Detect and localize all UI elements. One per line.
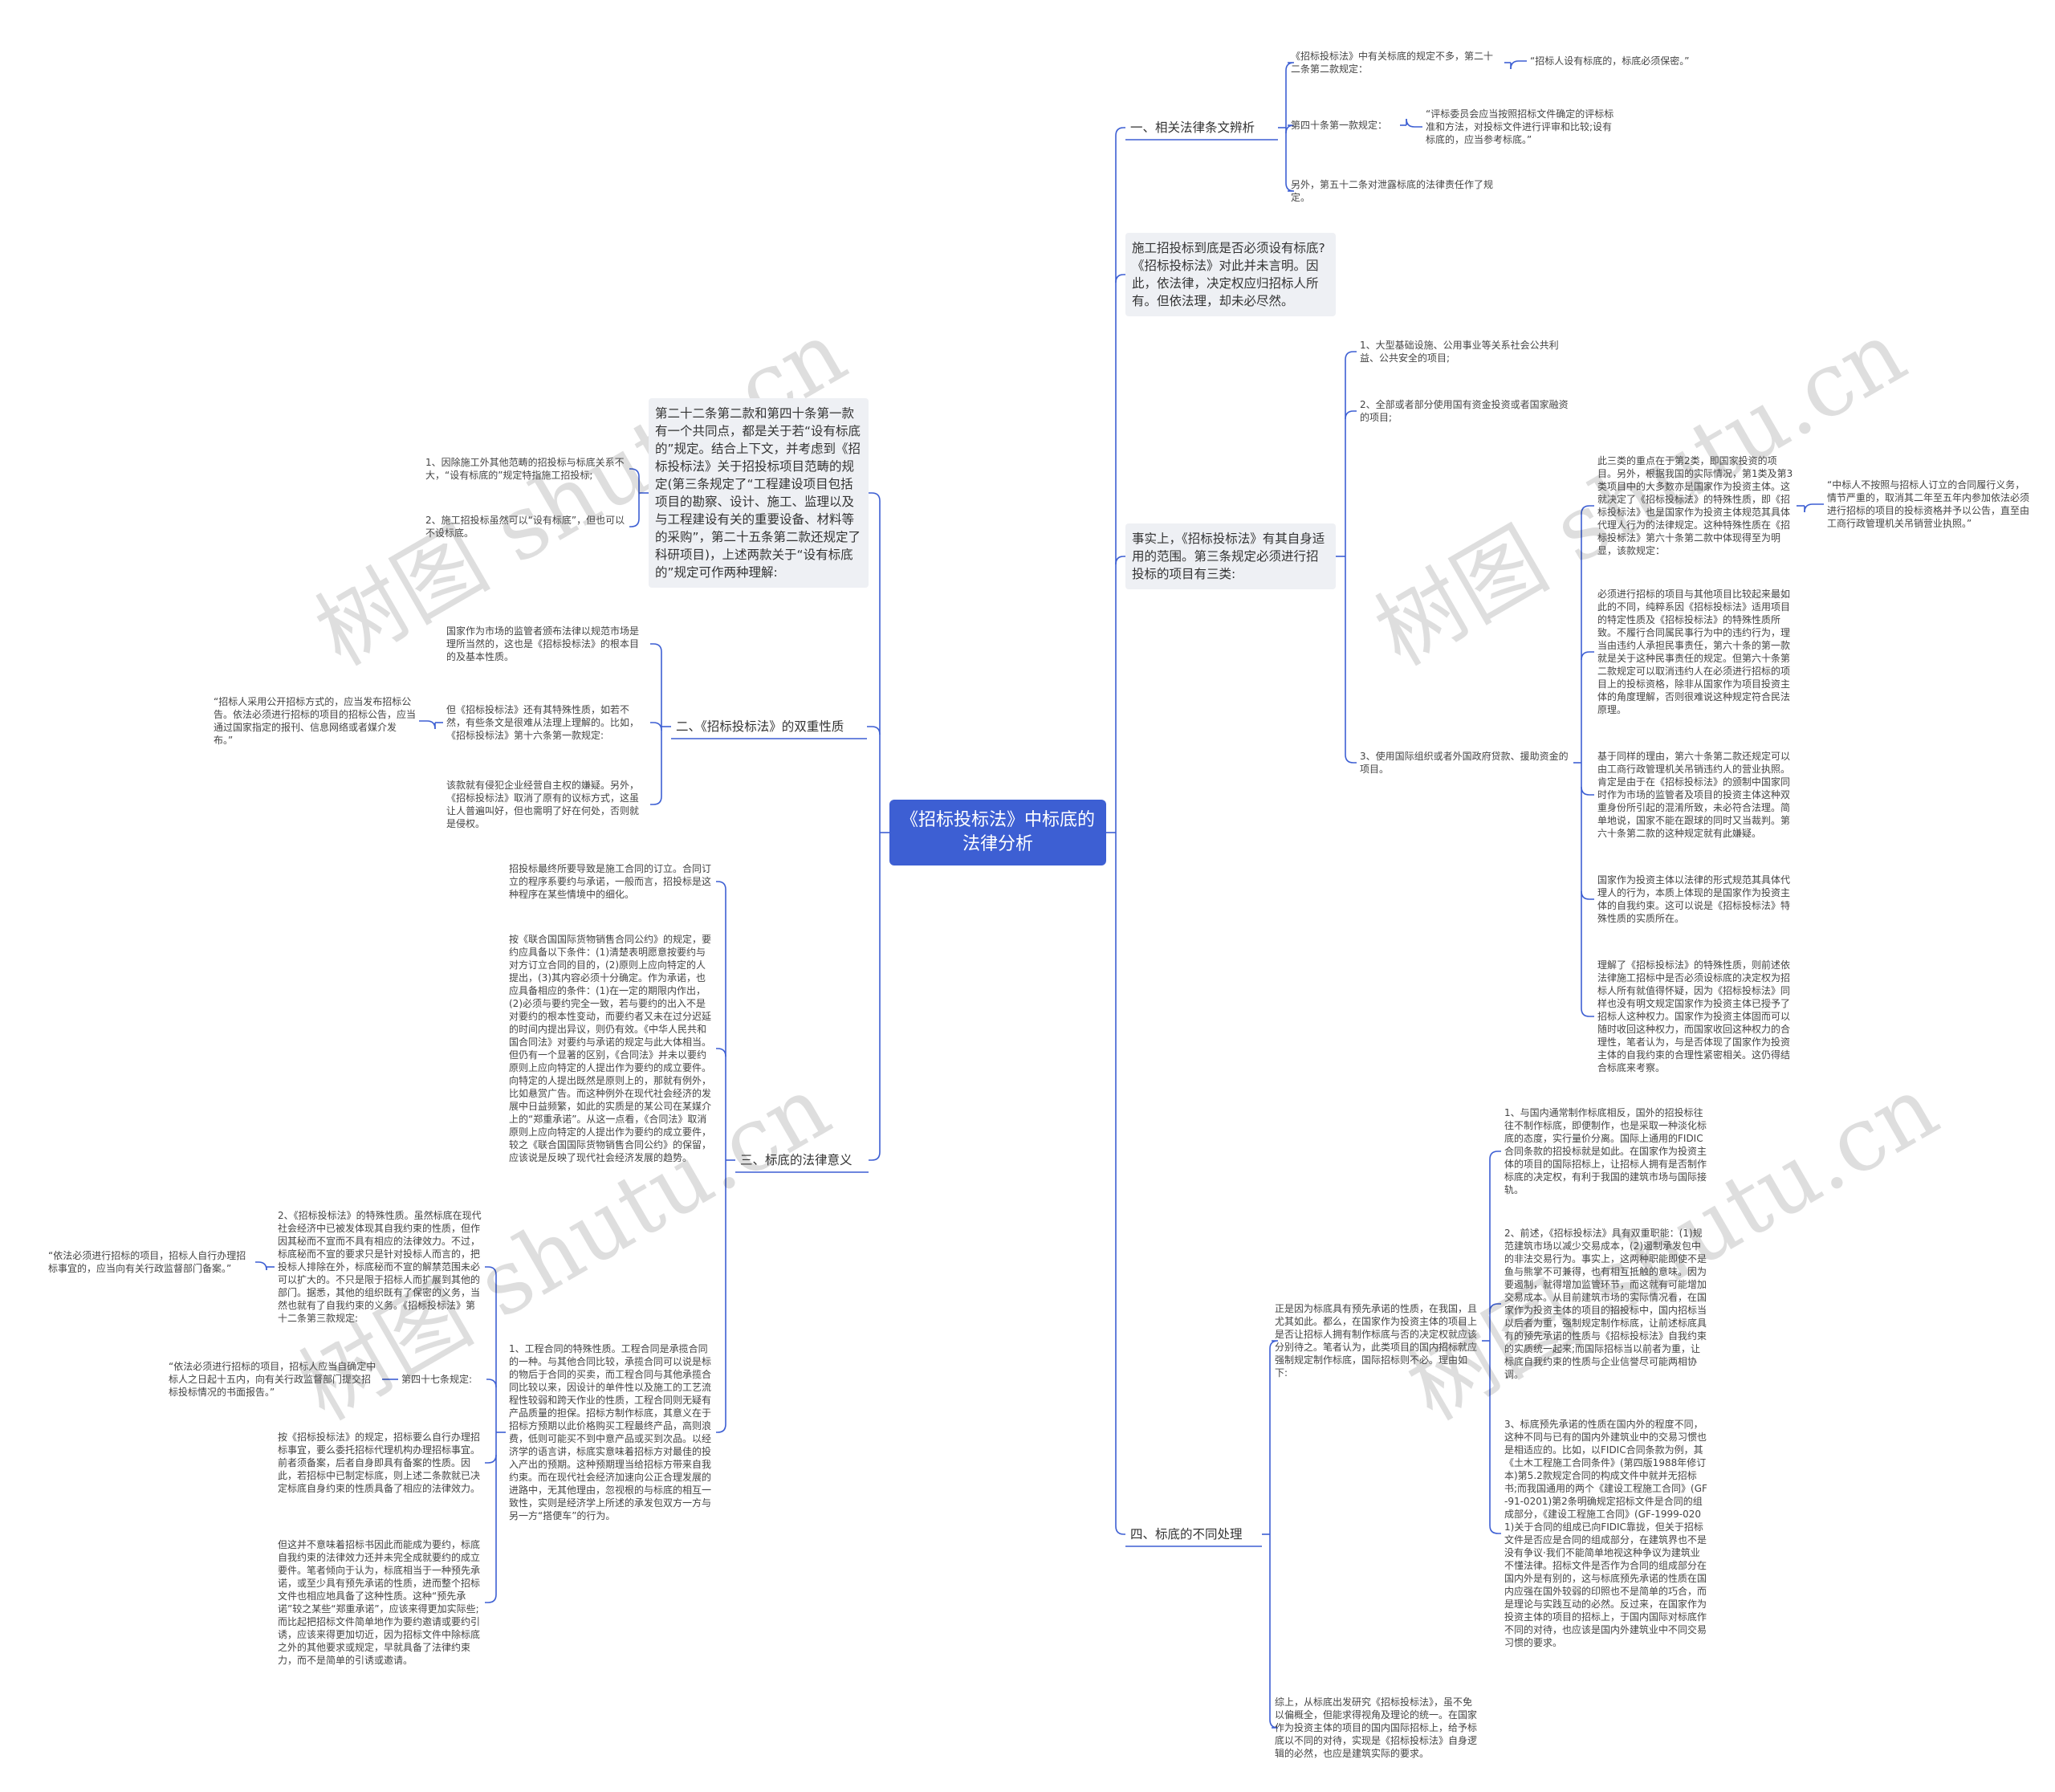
connector-line xyxy=(485,1266,497,1276)
leaf-scope-3[interactable]: 3、使用国际组织或者外国政府贷款、援助资金的项目。 xyxy=(1360,751,1569,775)
leaf-handling-intro[interactable]: 正是因为标底具有预先承诺的性质，在我国，且尤其如此。都么，在国家作为投资主体的项… xyxy=(1275,1303,1478,1379)
branch-bid-question[interactable]: 施工招投标到底是否必须设有标底?《招标投标法》对此并未言明。因此，依法律，决定权… xyxy=(1125,233,1336,316)
connector-line xyxy=(1269,1340,1279,1350)
branch-scope[interactable]: 事实上，《招标投标法》有其自身适用的范围。第三条规定必须进行招投标的项目有三类: xyxy=(1125,523,1336,589)
connector-line xyxy=(716,1048,726,1057)
leaf-dual-nature-2[interactable]: 但《招标投标法》还有其特殊性质，如若不然，有些条文是很难从法理上理解的。比如，《… xyxy=(446,704,640,741)
connector-line xyxy=(1489,1525,1501,1534)
connector-line xyxy=(1581,786,1594,796)
connector-line xyxy=(1489,1303,1501,1313)
leaf-interpretation-1[interactable]: 1、因除施工外其他范畴的招投标与标底关系不大，“设有标底的”规定特指施工招投标; xyxy=(425,457,625,481)
leaf-handling-2[interactable]: 2、前述，《招标投标法》具有双重职能：(1)规范建筑市场以减少交易成本，(2)遏… xyxy=(1504,1228,1707,1380)
connector-line xyxy=(1345,410,1357,420)
connector-line xyxy=(629,468,640,478)
leaf-scope-1[interactable]: 1、大型基础设施、公用事业等关系社会公共利益、公共安全的项目; xyxy=(1360,340,1559,364)
leaf-handling-1[interactable]: 1、与国内通常制作标底相反，国外的招投标往往不制作标底，即便制作，也是采取一种淡… xyxy=(1504,1107,1707,1195)
connector-line xyxy=(650,643,662,653)
connector-line xyxy=(1115,127,1125,136)
leaf-scope-detail-4[interactable]: 国家作为投资主体以法律的形式规范其具体代理人的行为，本质上体现的是国家作为投资主… xyxy=(1597,874,1791,924)
connector-line xyxy=(1115,274,1125,283)
leaf-article-47-quote[interactable]: “依法必须进行招标的项目，招标人应当自确定中标人之日起十五内，向有关行政监督部门… xyxy=(169,1361,376,1398)
leaf-special-nature[interactable]: 2、《招标投标法》的特殊性质。虽然标底在现代社会经济中已被发体现其自我约束的性质… xyxy=(278,1210,482,1324)
connector-line xyxy=(629,518,640,527)
connector-line xyxy=(716,881,726,890)
leaf-article-47[interactable]: 第四十七条规定: xyxy=(401,1374,473,1385)
leaf-special-nature-quote[interactable]: “依法必须进行招标的项目，招标人自行办理招标事宜的，应当向有关行政监督部门备案。… xyxy=(48,1250,246,1274)
connector-line xyxy=(419,720,436,730)
leaf-dual-nature-3[interactable]: 该款就有侵犯企业经营自主权的嫌疑。另外，《招标投标法》取消了原有的议标方式，这虽… xyxy=(446,780,640,829)
connector-line xyxy=(486,1379,497,1388)
connector-line xyxy=(1115,556,1125,565)
leaf-scope-detail-2[interactable]: 必须进行招标的项目与其他项目比较起来最如此的不同，纯粹系因《招标投标法》适用项目… xyxy=(1597,589,1791,715)
connector-line xyxy=(650,722,662,731)
connector-line xyxy=(1581,505,1594,515)
leaf-article-52[interactable]: 另外，第五十二条对泄露标底的法律责任作了规定。 xyxy=(1291,179,1494,203)
leaf-meaning-2[interactable]: 按《联合国国际货物销售合同公约》的规定，要约应具备以下条件：(1)清楚表明愿意按… xyxy=(509,934,712,1163)
leaf-scope-detail-5[interactable]: 理解了《招标投标法》的特殊性质，则前述依法律施工招标中是否必须设标底的决定权为招… xyxy=(1597,959,1791,1073)
leaf-interpretation-2[interactable]: 2、施工招投标虽然可以“设有标底”，但也可以不设标底。 xyxy=(425,515,625,539)
leaf-article-40-quote[interactable]: “评标委员会应当按照招标文件确定的评标标准和方法，对投标文件进行评审和比较;设有… xyxy=(1426,108,1614,145)
connector-line xyxy=(485,1594,497,1603)
leaf-dual-nature-1[interactable]: 国家作为市场的监管者颁布法律以规范市场是理所当然的，这也是《招标投标法》的根本目… xyxy=(446,625,640,662)
branch-handling[interactable]: 四、标底的不同处理 xyxy=(1130,1527,1243,1542)
leaf-filing[interactable]: 按《招标投标法》的规定，招标要么自行办理招标事宜，要么委托招标代理机构办理招标事… xyxy=(278,1432,481,1494)
connector-line xyxy=(1489,1151,1501,1160)
connector-line xyxy=(1345,351,1357,360)
connector-line xyxy=(1115,1525,1125,1535)
leaf-conclusion[interactable]: 综上，从标底出发研究《招标投标法》，虽不免以偏概全，但能求得视角及理论的统一。在… xyxy=(1275,1696,1478,1759)
leaf-pre-commitment[interactable]: 但这并不意味着招标书因此而能成为要约，标底自我约束的法律效力还并未完全成就要约的… xyxy=(278,1539,481,1666)
connector-line xyxy=(1406,118,1422,128)
leaf-scope-2[interactable]: 2、全部或者部分使用国有资金投资或者国家融资的项目; xyxy=(1360,399,1569,423)
connector-line xyxy=(1285,62,1295,71)
leaf-article-40[interactable]: 第四十条第一款规定： xyxy=(1291,120,1388,131)
connector-line xyxy=(1581,1008,1594,1017)
branch-dual-nature[interactable]: 二、《招标投标法》的双重性质 xyxy=(676,719,844,734)
connector-line xyxy=(1285,182,1295,192)
connector-line xyxy=(255,1261,267,1271)
connector-line xyxy=(1804,503,1824,513)
leaf-scope-detail-1[interactable]: 此三类的重点在于第2类，即国家投资的项目。另外，根据我国的实际情况，第1类及第3… xyxy=(1597,455,1793,556)
connector-line xyxy=(1510,60,1527,70)
connector-line xyxy=(869,492,881,502)
connector-line xyxy=(716,1423,726,1433)
leaf-scope-detail-1-quote[interactable]: “中标人不按照与招标人订立的合同履行义务，情节严重的，取消其二年至五年内参加依法… xyxy=(1827,479,2030,529)
root-topic[interactable]: 《招标投标法》中标底的法律分析 xyxy=(889,800,1106,865)
leaf-meaning-3[interactable]: 1、工程合同的特殊性质。工程合同是承揽合同的一种。与其他合同比较，承揽合同可以说… xyxy=(509,1343,712,1521)
branch-related-laws[interactable]: 一、相关法律条文辨析 xyxy=(1130,120,1255,135)
branch-legal-meaning[interactable]: 三、标底的法律意义 xyxy=(740,1153,853,1167)
connector-line xyxy=(1581,890,1594,900)
connector-line xyxy=(1269,1719,1279,1729)
leaf-handling-3[interactable]: 3、标底预先承诺的性质在国内外的程度不同，这种不同与已有的国内外建筑业中的交易习… xyxy=(1504,1419,1707,1648)
connector-line xyxy=(485,1454,497,1464)
connector-line xyxy=(1345,754,1357,764)
leaf-meaning-1[interactable]: 招投标最终所要导致是施工合同的订立。合同订立的程序系要约与承诺，一般而言，招投标… xyxy=(509,863,712,900)
leaf-dual-nature-2-quote[interactable]: “招标人采用公开招标方式的，应当发布招标公告。依法必须进行招标的项目的招标公告，… xyxy=(214,696,417,746)
leaf-article-22-quote[interactable]: “招标人设有标底的，标底必须保密。” xyxy=(1530,55,1690,67)
connector-line xyxy=(1581,651,1594,661)
connector-line xyxy=(650,796,662,805)
connector-line xyxy=(867,726,881,735)
connector-line xyxy=(869,1151,881,1161)
leaf-scope-detail-3[interactable]: 基于同样的理由，第六十条第二款还规定可以由工商行政管理机关吊销违约人的营业执照。… xyxy=(1597,751,1791,839)
leaf-article-22[interactable]: 《招标投标法》中有关标底的规定不多，第二十二条第二款规定： xyxy=(1291,51,1494,75)
branch-two-interpretations[interactable]: 第二十二条第二款和第四十条第一款有一个共同点，都是关于若“设有标底的”规定。结合… xyxy=(649,398,869,588)
